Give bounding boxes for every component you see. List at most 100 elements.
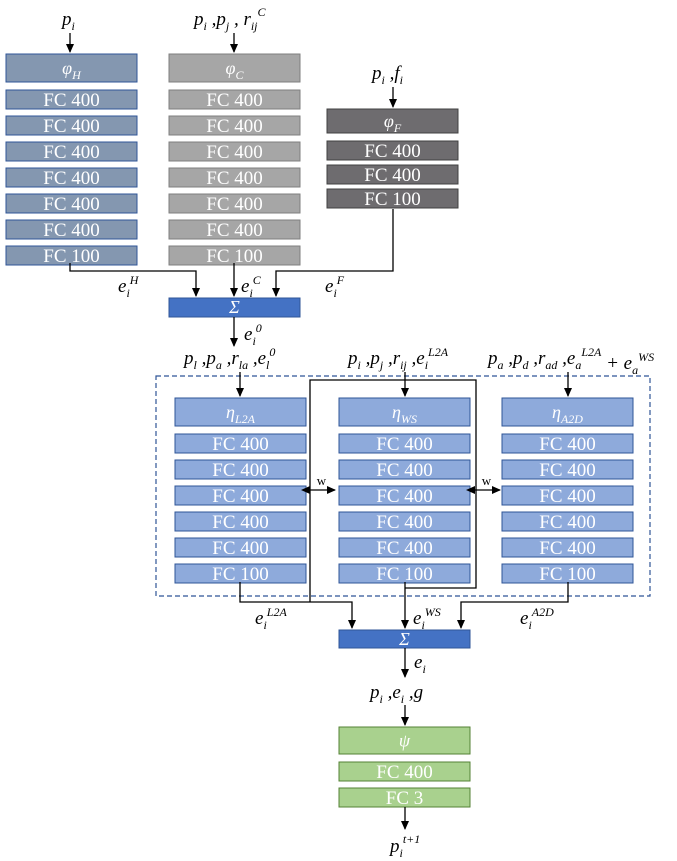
input-label-h: pi [60, 9, 75, 33]
sum-symbol-bottom: Σ [398, 629, 410, 649]
edge-label-e0: ei0 [244, 321, 262, 348]
fc-layer [168, 167, 301, 188]
fc-layer-label: FC 400 [206, 116, 263, 137]
phi-f-header-label: φF [384, 111, 402, 135]
fc-layer [168, 115, 301, 136]
phi-h-header-label: φH [62, 58, 82, 82]
fc-layer [338, 511, 471, 532]
fc-layer-label: FC 400 [212, 434, 269, 455]
fc-layer-label: FC 400 [376, 434, 433, 455]
fc-layer [5, 89, 138, 110]
fc-layer [174, 459, 307, 480]
fc-layer-label: FC 400 [43, 168, 100, 189]
phi-c-header-label: φC [226, 58, 245, 82]
edge-label-ea2d: eiA2D [520, 605, 554, 632]
w-label-left: w [317, 473, 327, 488]
fc-layer-label: FC 400 [43, 142, 100, 163]
fc-layer-label: FC 100 [539, 564, 596, 585]
phi-f-encoder: φF FC 400 FC 400 FC 100 [326, 108, 459, 210]
eta-l2a-header [174, 397, 307, 427]
fc-layer [326, 164, 459, 185]
fc-layer-label: FC 400 [206, 194, 263, 215]
phi-h-encoder: φH FC 400 FC 400 FC 400 FC 400 FC 400 FC 400FC… [5, 53, 138, 267]
eta-l2a-header-label: ηL2A [226, 402, 256, 426]
fc-layer-label: FC 400 [212, 486, 269, 507]
fc-layer [338, 433, 471, 454]
edge-label-ec: eiC [241, 273, 262, 300]
fc-layer-label: FC 400 [376, 460, 433, 481]
fc-layer-label: FC 100 [364, 189, 421, 210]
fc-layer [168, 219, 301, 240]
fc-layer-label: FC 400 [206, 142, 263, 163]
fc-layer-label: FC 400 [43, 194, 100, 215]
edge-label-ef: eiF [325, 273, 345, 300]
eta-a2d-header-label: ηA2D [552, 402, 583, 426]
fc-layer-label: FC 400 [364, 165, 421, 186]
fc-layer-label: FC 100 [206, 246, 263, 267]
edge-label-el2a: eiL2A [255, 605, 287, 632]
fc-layer [5, 167, 138, 188]
fc-layer [174, 511, 307, 532]
phi-f-header [326, 108, 459, 134]
fc-layer [5, 115, 138, 136]
w-label-right: w [482, 473, 492, 488]
fc-layer-label: FC 400 [539, 460, 596, 481]
fc-layer-label: FC 400 [539, 434, 596, 455]
fc-layer-label: FC 400 [376, 486, 433, 507]
fc-layer [168, 89, 301, 110]
fc-layer [5, 141, 138, 162]
fc-layer-label: FC 400 [206, 220, 263, 241]
fc-layer-label: FC 400 [212, 538, 269, 559]
fc-layer [338, 459, 471, 480]
input-label-f: pi ,fi [370, 63, 403, 87]
edge-label-eh: eiH [118, 273, 140, 300]
fc-layer [501, 511, 634, 532]
fc-layer [338, 485, 471, 506]
fc-layer-label: FC 100 [376, 564, 433, 585]
fc-layer [174, 537, 307, 558]
sum-symbol-top: Σ [228, 297, 240, 317]
fc-layer-label: FC 400 [206, 90, 263, 111]
fc-layer-label: FC 400 [206, 168, 263, 189]
edge-label-ews: eiWS [413, 605, 441, 632]
fc-layer-label: FC 400 [376, 538, 433, 559]
fc-layer [338, 761, 471, 782]
eta-ws-header-label: ηWS [392, 402, 417, 426]
fc-layer-label: FC 400 [539, 512, 596, 533]
fc-layer [5, 219, 138, 240]
fc-layer-label: FC 100 [212, 564, 269, 585]
input-label-l2a: pl ,pa ,rla ,el0 [182, 345, 275, 372]
fc-layer-label: FC 400 [43, 116, 100, 137]
fc-layer [5, 245, 138, 266]
eta-ws-header [338, 397, 471, 427]
fc-layer [168, 141, 301, 162]
phi-c-header [168, 53, 301, 83]
eta-a2d-header [501, 397, 634, 427]
fc-layer-label: FC 100 [43, 246, 100, 267]
phi-h-header [5, 53, 138, 83]
fc-layer-label: FC 400 [539, 538, 596, 559]
input-label-c: pi ,pj , rijC [192, 5, 267, 33]
fc-layer-label: FC 400 [43, 220, 100, 241]
attention-module-frame [155, 375, 651, 597]
fc-layer [501, 485, 634, 506]
fc-layer-label: FC 400 [212, 512, 269, 533]
input-label-psi: pi ,ei ,g [368, 682, 423, 706]
psi-header [338, 726, 471, 755]
fc-layer-label: FC 400 [376, 512, 433, 533]
fc-layer-label: FC 400 [43, 90, 100, 111]
fc-layer [326, 140, 459, 161]
eta-ws-encoder: ηWS FC 400 FC 400 FC 400 FC 400 FC 400 FC 100 [338, 397, 471, 585]
edge-label-ei: ei [414, 652, 426, 676]
fc-layer-label: FC 400 [364, 141, 421, 162]
psi-header-label: ψ [399, 731, 411, 751]
output-label: pit+1 [388, 832, 420, 860]
fc-layer-label: FC 400 [376, 762, 433, 783]
fc-layer [174, 433, 307, 454]
fc-layer [501, 433, 634, 454]
fc-layer [501, 537, 634, 558]
